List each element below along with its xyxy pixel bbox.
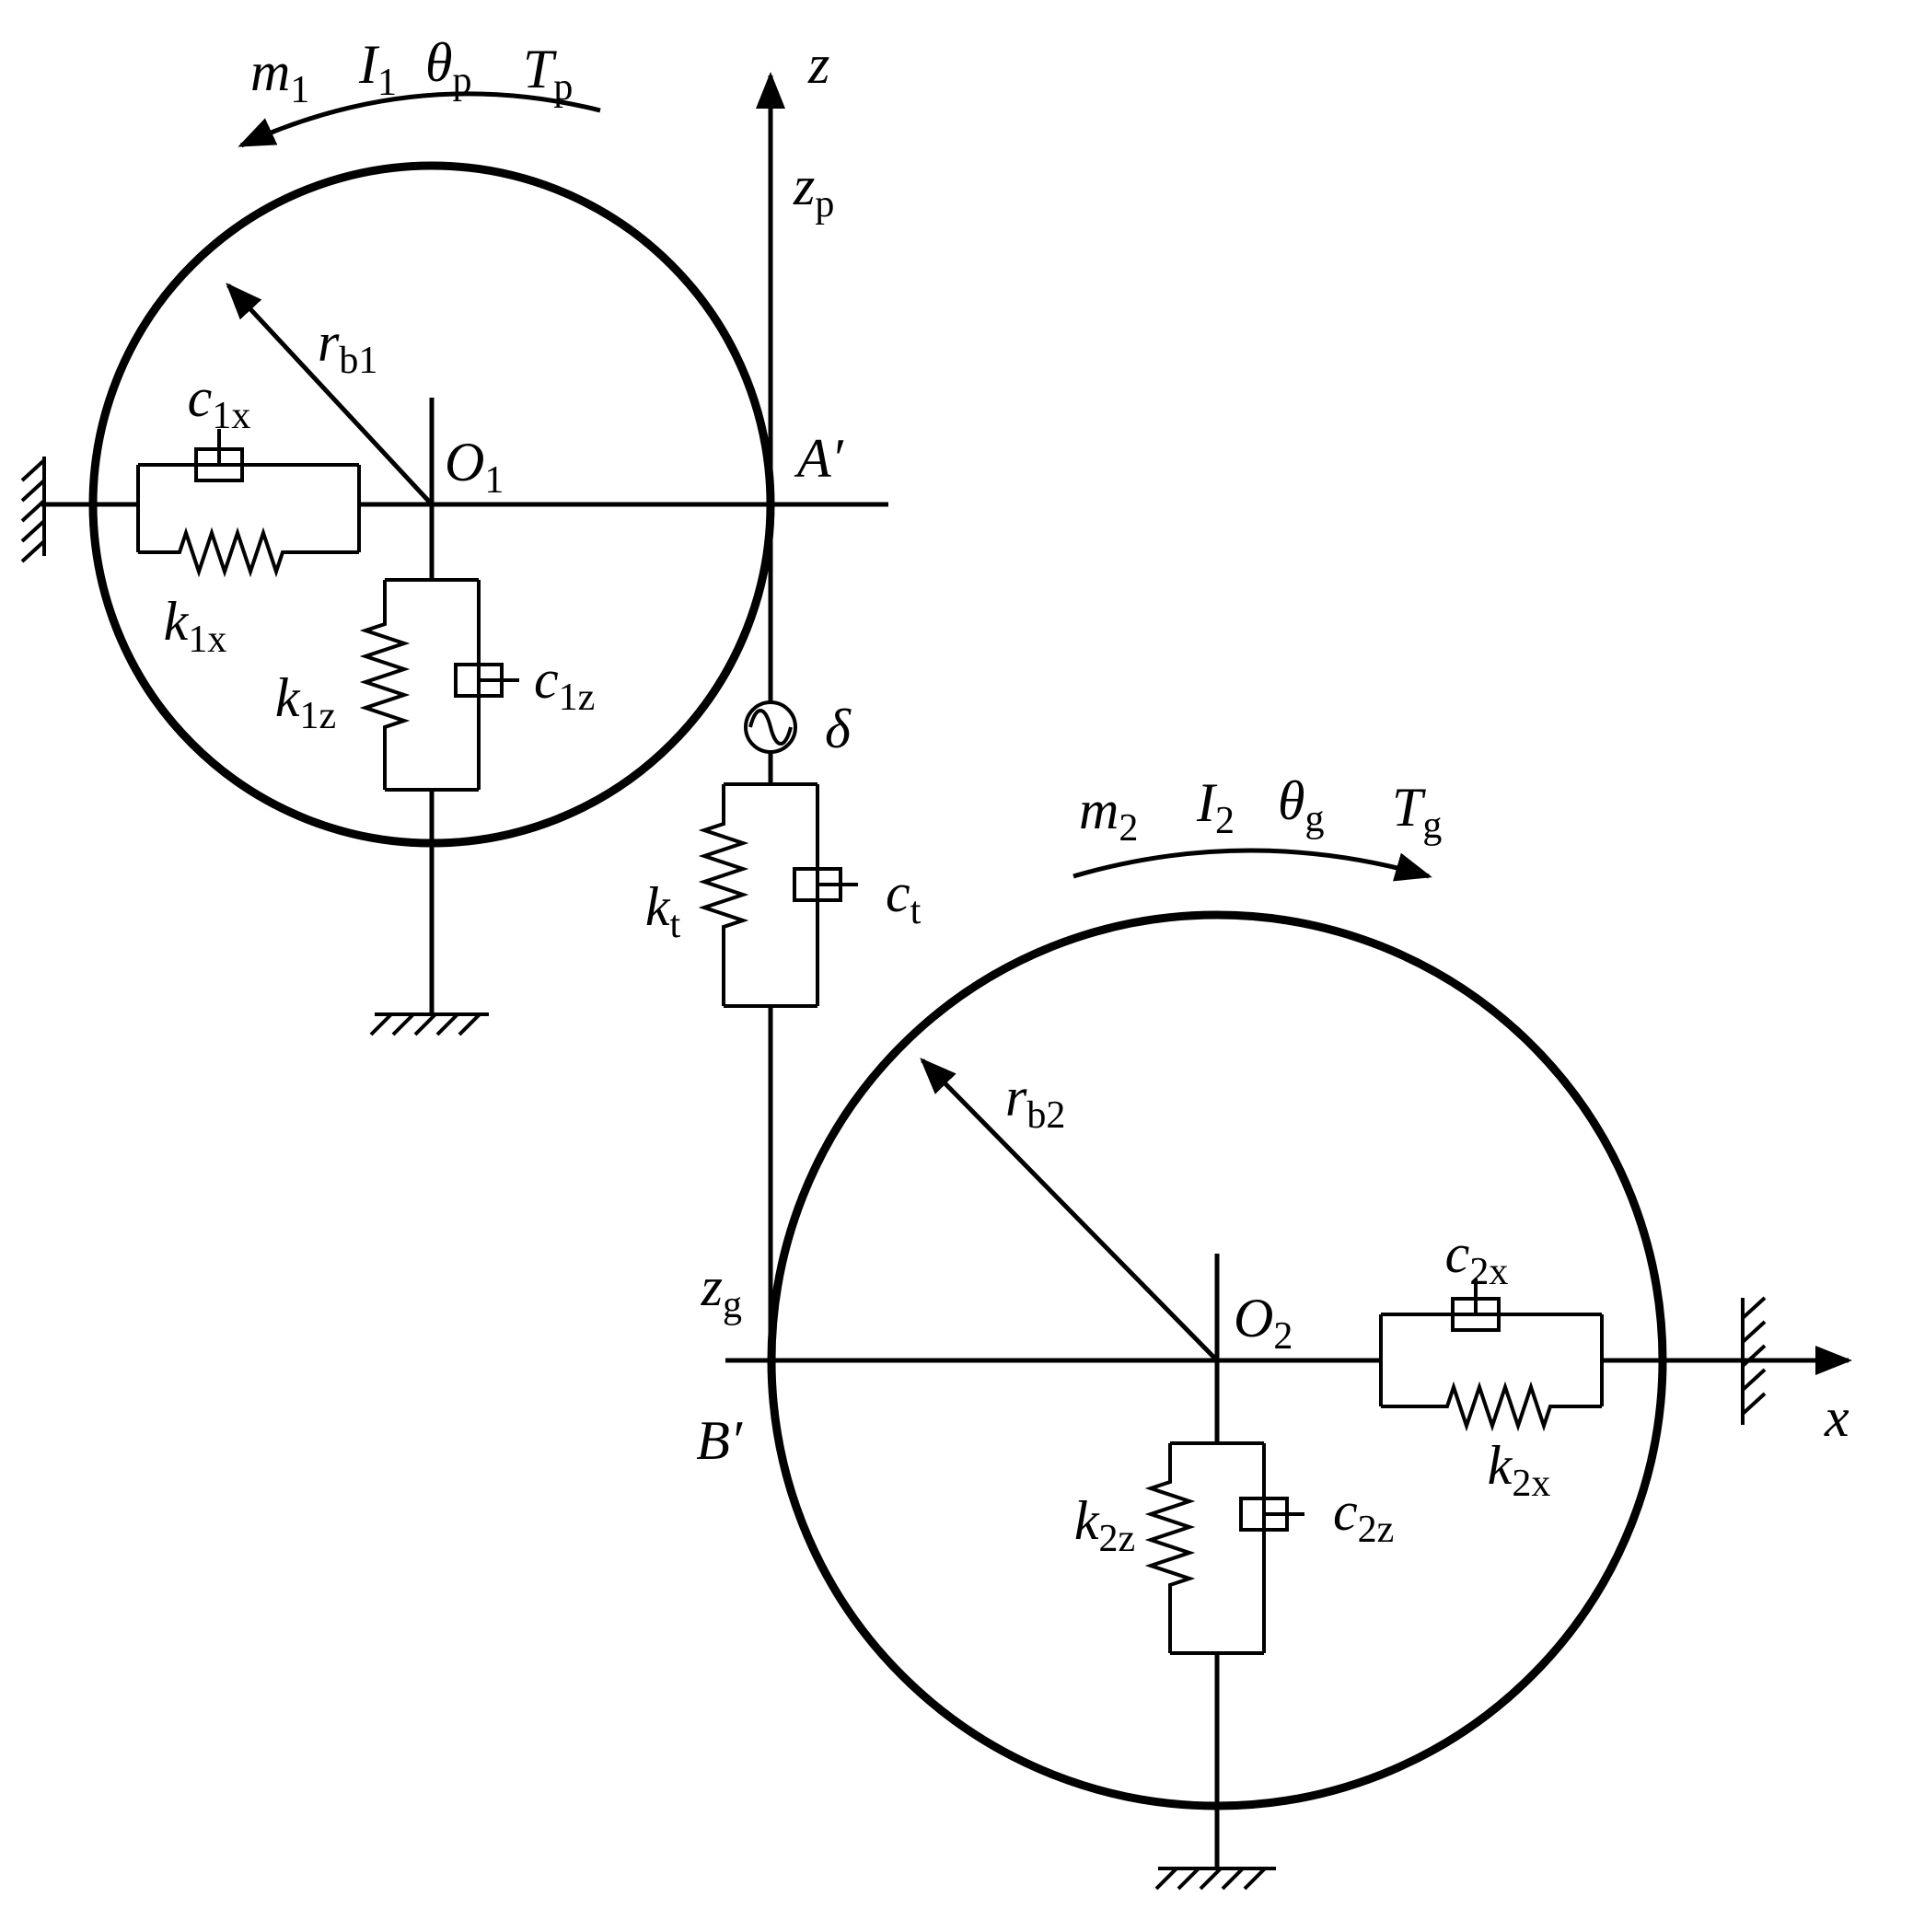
label-c-2z: c2z: [1333, 1481, 1394, 1551]
label-c-2x: c2x: [1445, 1223, 1509, 1293]
label-r-b1: rb1: [318, 312, 377, 382]
radius-arrow-rb1: [226, 283, 434, 506]
label-c-1x: c1x: [188, 367, 251, 437]
label-B-prime: B′: [696, 1410, 743, 1471]
damper-c1z: [454, 663, 519, 698]
mesh-stiffness-damping: [698, 782, 858, 1008]
label-x-axis: x: [1824, 1387, 1849, 1448]
damper-c2z: [1239, 1497, 1304, 1532]
spring-k2z: [1144, 1473, 1196, 1594]
label-r-b2: rb2: [1005, 1067, 1065, 1137]
suspension-1z: [359, 578, 519, 792]
label-z-axis: z: [807, 34, 829, 95]
label-z-g: zg: [701, 1256, 742, 1326]
damper-ct: [793, 867, 858, 902]
sine-wave-icon: [748, 709, 793, 746]
gear-assembly: [725, 848, 1852, 1891]
label-k-1z: k1z: [275, 667, 336, 737]
label-c-1z: c1z: [534, 649, 595, 719]
label-I1: I1: [358, 34, 397, 104]
suspension-1x-frame: [136, 463, 361, 554]
suspension-2z-frame: [1168, 1441, 1266, 1655]
suspension-1x: [136, 429, 361, 578]
label-T-g: Tg: [1392, 777, 1442, 847]
spring-k2x: [1438, 1381, 1559, 1432]
spring-k1z: [359, 615, 411, 736]
spring-k1x: [170, 526, 292, 578]
left-wall-ground: [20, 457, 46, 563]
label-A-prime: A′: [794, 428, 844, 489]
right-wall-ground: [1741, 1296, 1767, 1425]
suspension-1z-frame: [383, 578, 481, 792]
label-k-2x: k2x: [1488, 1435, 1551, 1505]
label-T-p: Tp: [523, 39, 573, 109]
label-k-2z: k2z: [1074, 1490, 1135, 1560]
suspension-2x-frame: [1379, 1313, 1604, 1408]
pinion-assembly: [20, 91, 888, 1036]
radius-arrow-rb2: [920, 1058, 1219, 1362]
label-I2: I2: [1196, 772, 1235, 842]
label-c-t: ct: [886, 862, 922, 932]
label-m1: m1: [250, 41, 309, 111]
label-z-p: zp: [793, 156, 834, 226]
mesh-excitation-source: [744, 700, 797, 754]
damper-c1x: [194, 429, 244, 482]
mesh-line: [698, 72, 858, 1360]
label-delta: δ: [825, 699, 852, 759]
suspension-2x: [1379, 1278, 1604, 1432]
labels: m1 I1 θp Tp z zp A′ rb1 O1 c1x k1x k1z c…: [164, 32, 1849, 1560]
gear-ground: [1154, 1867, 1276, 1891]
label-k-1x: k1x: [164, 591, 227, 661]
damper-c2x: [1451, 1278, 1501, 1332]
spring-kt: [698, 815, 749, 936]
label-m2: m2: [1079, 780, 1138, 850]
mesh-combo-frame: [722, 782, 819, 1008]
rotation-arrow-pinion: [238, 91, 601, 148]
label-theta-p: θp: [425, 32, 471, 102]
label-theta-g: θg: [1278, 770, 1324, 840]
label-O1: O1: [445, 432, 504, 502]
rotation-arrow-gear: [1072, 848, 1432, 882]
label-k-t: kt: [645, 876, 681, 946]
label-O2: O2: [1234, 1288, 1293, 1358]
pinion-ground: [369, 1012, 489, 1036]
suspension-2z: [1144, 1441, 1304, 1655]
